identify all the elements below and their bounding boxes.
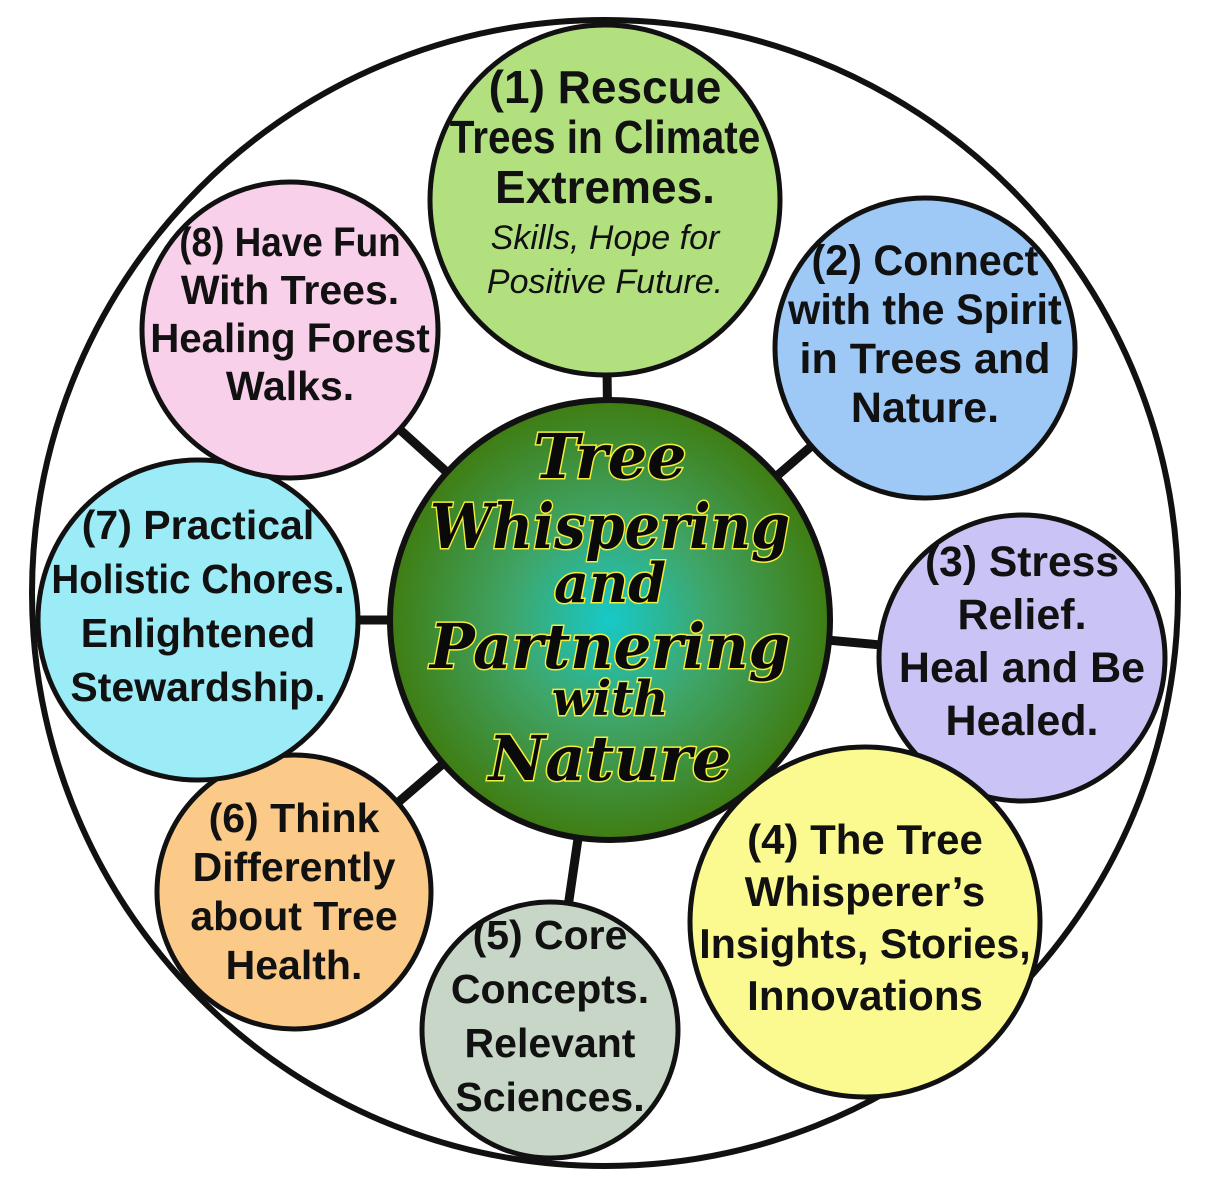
node-label-line: (8) Have Fun [179, 219, 400, 265]
node-label-line: Insights, Stories, [699, 920, 1030, 967]
center-circle [387, 397, 833, 843]
node-label-line: Whisperer’s [745, 868, 985, 915]
node-label-line: Stewardship. [70, 664, 325, 710]
node-label-line: Walks. [226, 363, 354, 409]
center-title-line: Nature [487, 722, 732, 795]
node-label-line: (1) Rescue [489, 61, 722, 113]
node-label-line: Healed. [946, 697, 1099, 745]
node-label-line: with the Spirit [787, 286, 1062, 334]
node-circle [139, 179, 441, 481]
node-label-line: about Tree [190, 893, 397, 939]
node-label-line: Innovations [747, 972, 983, 1019]
center-title-line: Partnering [428, 610, 790, 683]
node-label-line: Nature. [851, 384, 999, 432]
node-label-line: (2) Connect [812, 237, 1039, 285]
node-label-line: Holistic Chores. [51, 556, 344, 602]
node-label-line: Healing Forest [150, 315, 430, 361]
node-circle [35, 457, 361, 783]
spoke-connector [769, 439, 819, 483]
spoke-connector [391, 756, 450, 810]
spoke-connector [392, 422, 454, 479]
node-label-line: (4) The Tree [747, 816, 983, 863]
node-circle [876, 512, 1168, 804]
center-title-line: and [554, 551, 666, 615]
node-label-line: (7) Practical [82, 502, 314, 548]
node-label-line: Health. [226, 942, 363, 988]
node-label-line: (5) Core [473, 912, 628, 958]
node-circle [419, 899, 681, 1161]
spoke-connector [823, 635, 885, 650]
node-circle [154, 752, 434, 1032]
node-label-line: Sciences. [455, 1074, 644, 1120]
node-label-line: in Trees and [800, 335, 1051, 383]
center-title-line: Whispering [430, 490, 790, 563]
spoke-connector [563, 832, 584, 909]
node-label-line: Relevant [465, 1020, 636, 1066]
node-label-line: (3) Stress [925, 538, 1119, 586]
node-label-line: Extremes. [495, 161, 715, 213]
node-label-line: Relief. [957, 591, 1086, 639]
node-label-line: (6) Think [209, 795, 380, 841]
node-label-line: With Trees. [181, 267, 399, 313]
node-label-line: Differently [193, 844, 396, 890]
node-subtitle-line: Skills, Hope for [491, 219, 721, 257]
node-label-line: Trees in Climate [450, 111, 760, 163]
node-circle [772, 195, 1078, 501]
center-title-line: Tree [533, 420, 686, 493]
node-label-line: Concepts. [451, 966, 649, 1012]
node-circle [687, 744, 1043, 1100]
node-label-line: Enlightened [81, 610, 316, 656]
node-label-line: Heal and Be [899, 644, 1145, 692]
center-title-line: with [552, 671, 669, 727]
node-circle [427, 22, 783, 378]
node-subtitle-line: Positive Future. [487, 263, 723, 301]
